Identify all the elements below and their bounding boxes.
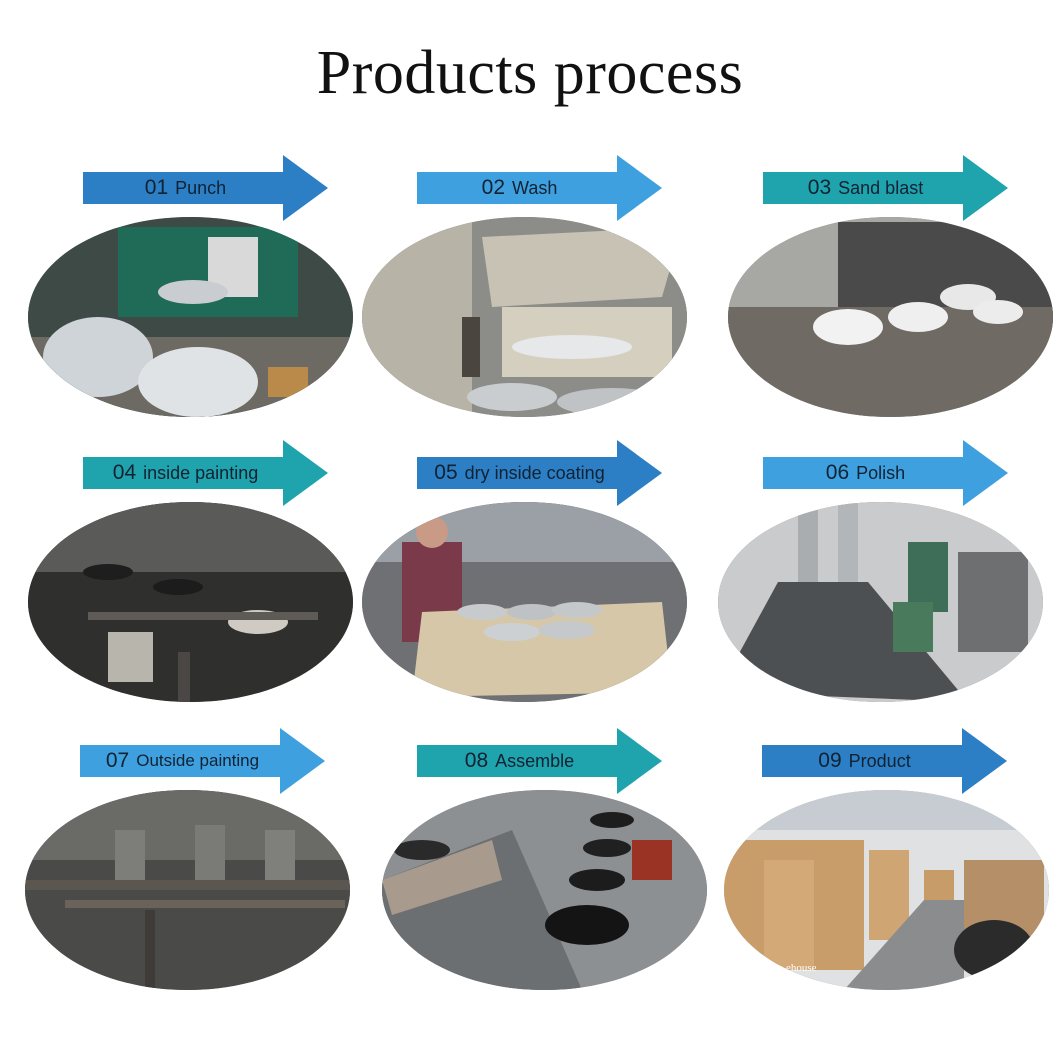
- step-arrow: 04 inside painting: [83, 440, 328, 506]
- process-step-07: 07 Outside painting: [25, 728, 355, 1028]
- step-arrow: 05 dry inside coating: [417, 440, 662, 506]
- step-label: dry inside coating: [464, 462, 605, 483]
- step-number: 03: [807, 176, 832, 199]
- product-photo: ehouse: [724, 790, 1049, 990]
- step-label: Sand blast: [838, 177, 924, 198]
- step-label: Assemble: [495, 750, 575, 771]
- arrow-shape-icon: [80, 728, 325, 794]
- arrow-shape-icon: [763, 155, 1008, 221]
- step-number: 08: [464, 749, 489, 772]
- step-label: Punch: [175, 177, 227, 198]
- step-number: 02: [481, 176, 505, 199]
- process-step-05: 05 dry inside coating: [362, 440, 692, 740]
- process-step-08: 08 Assemble: [382, 728, 712, 1028]
- step-arrow: 06 Polish: [763, 440, 1008, 506]
- process-step-03: 03 Sand blast: [728, 155, 1058, 455]
- step-number: 01: [144, 176, 169, 199]
- process-step-09: 09 Product ehouse: [724, 728, 1054, 1028]
- step-number: 04: [112, 461, 137, 484]
- wash-photo: [362, 217, 687, 417]
- process-step-02: 02 Wash: [362, 155, 692, 455]
- step-arrow: 03 Sand blast: [763, 155, 1008, 221]
- step-number: 09: [818, 749, 842, 772]
- process-step-06: 06 Polish: [718, 440, 1048, 740]
- assemble-photo: [382, 790, 707, 990]
- process-step-04: 04 inside painting: [28, 440, 358, 740]
- step-arrow: 08 Assemble: [417, 728, 662, 794]
- arrow-shape-icon: [83, 440, 328, 506]
- step-label: Product: [848, 750, 911, 771]
- polish-photo: [718, 502, 1043, 702]
- sandblast-photo: [728, 217, 1053, 417]
- arrow-shape-icon: [83, 155, 328, 221]
- step-arrow: 09 Product: [762, 728, 1007, 794]
- dry-coating-photo: [362, 502, 687, 702]
- step-number: 05: [434, 461, 458, 484]
- step-arrow: 02 Wash: [417, 155, 662, 221]
- step-number: 06: [825, 461, 850, 484]
- step-arrow: 01 Punch: [83, 155, 328, 221]
- photo-caption: ehouse: [786, 962, 817, 974]
- process-step-01: 01 Punch: [28, 155, 358, 455]
- arrow-shape-icon: [763, 440, 1008, 506]
- step-label: Wash: [512, 177, 558, 198]
- step-number: 07: [105, 749, 130, 772]
- step-arrow: 07 Outside painting: [80, 728, 325, 794]
- arrow-shape-icon: [417, 155, 662, 221]
- arrow-shape-icon: [417, 728, 662, 794]
- step-label: inside painting: [143, 462, 259, 483]
- arrow-shape-icon: [417, 440, 662, 506]
- outside-painting-photo: [25, 790, 350, 990]
- step-label: Outside painting: [136, 751, 260, 770]
- punch-photo: [28, 217, 353, 417]
- page-title: Products process: [316, 39, 744, 107]
- inside-painting-photo: [28, 502, 353, 702]
- arrow-shape-icon: [762, 728, 1007, 794]
- step-label: Polish: [856, 462, 906, 483]
